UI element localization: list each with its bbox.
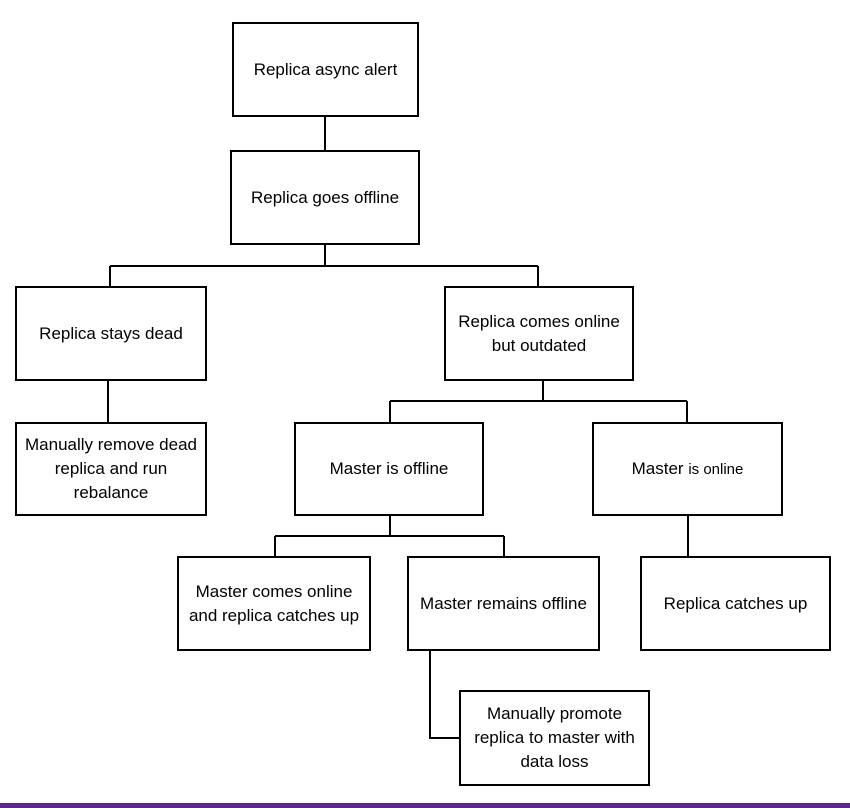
- node-label-suffix: is online: [688, 460, 744, 478]
- node-manually-promote: Manually promote replica to master with …: [459, 690, 650, 786]
- node-master-is-offline: Master is offline: [294, 422, 484, 516]
- node-label: Replica comes online but outdated: [458, 311, 620, 355]
- connector-master-offline-split: [274, 516, 505, 556]
- node-replica-comes-online: Replica comes online but outdated: [444, 286, 634, 381]
- node-label: Replica stays dead: [39, 323, 183, 343]
- node-label: Master comes online and replica catches …: [188, 581, 360, 625]
- bottom-accent-bar: [0, 803, 850, 808]
- node-label: Replica async alert: [253, 59, 398, 79]
- node-master-comes-online: Master comes online and replica catches …: [177, 556, 371, 651]
- node-replica-stays-dead: Replica stays dead: [15, 286, 207, 381]
- node-replica-goes-offline: Replica goes offline: [230, 150, 420, 245]
- node-label: Master is online: [632, 457, 744, 482]
- node-replica-catches-up: Replica catches up: [640, 556, 831, 651]
- node-label: Manually promote replica to master with …: [474, 704, 635, 771]
- node-label: Manually remove dead replica and run reb…: [25, 435, 197, 502]
- node-replica-async-alert: Replica async alert: [232, 22, 419, 117]
- connector-remains-to-promote: [429, 651, 459, 739]
- node-manually-remove: Manually remove dead replica and run reb…: [15, 422, 207, 516]
- node-master-remains-offline: Master remains offline: [407, 556, 600, 651]
- node-label: Replica catches up: [663, 593, 808, 613]
- connector-offline-split: [109, 245, 539, 286]
- node-label: Replica goes offline: [250, 187, 400, 207]
- node-label-prefix: Master: [631, 458, 684, 478]
- connector-online-split: [389, 381, 688, 422]
- node-label: Master is offline: [329, 459, 449, 478]
- node-master-is-online: Master is online: [592, 422, 783, 516]
- node-label: Master remains offline: [420, 593, 587, 613]
